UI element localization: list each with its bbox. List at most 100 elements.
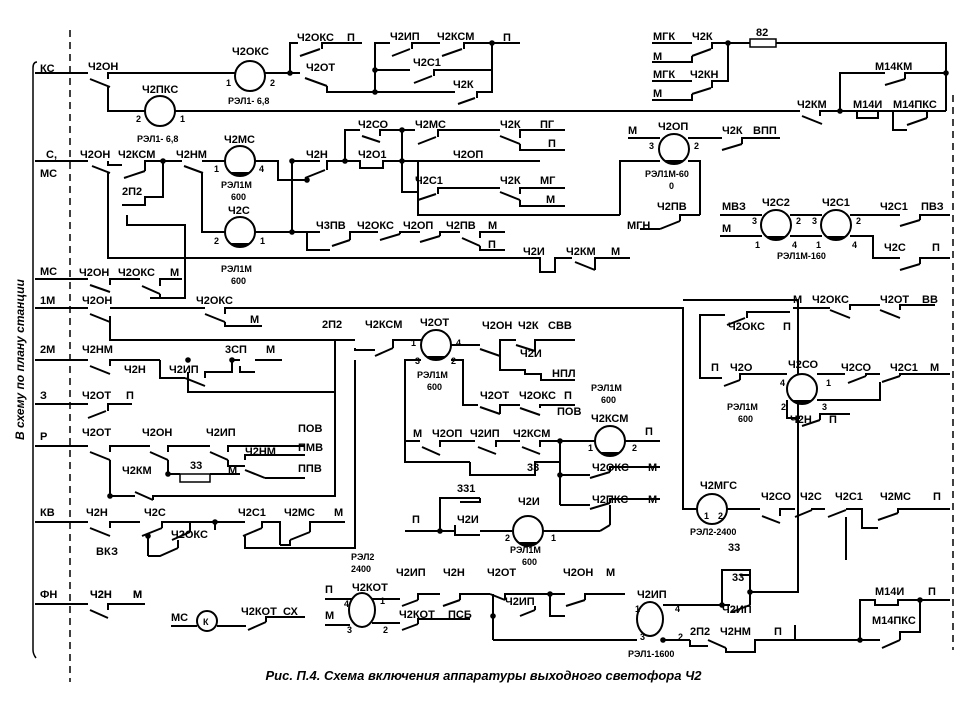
component-label: 600 [738,414,753,424]
junction-dot [660,637,666,643]
contact-ch2s1: Ч2С1 [238,507,266,519]
component-label: РЭЛ1М [727,402,758,412]
component-label: М14ПКС [872,615,916,627]
contact-ch2ot: Ч2ОТ [82,427,111,439]
component-label: П [932,242,940,254]
rail-2m: 2М [40,344,55,356]
component-label: РЭЛ1-1600 [628,649,674,659]
component-label: РЭЛ1М [221,264,252,274]
junction-dot [725,40,731,46]
component-label: Ч2ПВ [657,201,687,213]
junction-dot [372,89,378,95]
component-label: П [829,414,837,426]
component-label: Ч2КОТ [241,606,277,618]
label-m: М [228,465,237,477]
component-label: Ч2И [523,246,545,258]
relay-coil-icon [760,209,792,241]
junction-dot [719,602,725,608]
junction-dot [342,158,348,164]
rail-r: Р [40,431,47,443]
component-label: 2П2 [690,626,710,638]
component-label: М [606,567,615,579]
component-label: Ч2С [228,205,250,217]
component-label: Ч2ИП [722,604,752,616]
component-label: Ч2ИП [396,567,426,579]
component-label: Ч2ОН [80,149,110,161]
wire [699,311,950,387]
contact-ch2nm: Ч2НМ [82,344,113,356]
junction-dot [857,637,863,643]
component-label: 3 [822,402,827,412]
component-label: Ч2КН [690,69,719,81]
component-label: Ч2ОП [658,121,688,133]
component-label: Ч2КОТ [399,609,435,621]
component-label: Ч2ПКС [142,84,178,96]
component-label: 4 [259,164,264,174]
component-label: Ч2И [520,348,542,360]
contact-ch2km: Ч2КМ [122,465,152,477]
component-label: Ч2НМ [176,149,207,161]
component-label: 2 [270,78,275,88]
component-label: 4 [675,604,680,614]
component-label: Ч2К [500,175,521,187]
component-label: 2 [505,533,510,543]
relay-coil-icon [636,601,664,637]
wire [663,299,799,613]
component-label: Ч2КСМ [365,319,402,331]
contact-ch2ip: Ч2ИП [206,427,236,439]
component-label: РЭЛ1- 6,8 [228,96,269,106]
contact-ch2ot: Ч2ОТ [82,390,111,402]
component-label: Ч2ОН [88,61,118,73]
component-label: РЭЛ2 [351,552,374,562]
junction-dot [372,67,378,73]
component-label: Ч2ПКС [592,494,628,506]
relay-coil-icon [144,95,176,127]
contact-ch2oks: Ч2ОКС [171,529,208,541]
component-label: Ч2С1 [835,491,863,503]
component-label: ПСБ [448,609,472,621]
component-label: Ч2О1 [358,149,387,161]
component-label: Ч2К [453,79,474,91]
component-label: М [413,428,422,440]
component-label: Ч2С1 [415,175,443,187]
component-label: Ч2О [730,362,753,374]
contact-ch2ip: Ч2ИП [169,364,199,376]
junction-dot [490,613,496,619]
component-label: МГК [653,31,675,43]
component-label: М [722,223,731,235]
relay-coil-icon [696,493,728,525]
component-label: Ч2ИП [505,596,535,608]
component-label: 2 [451,356,456,366]
component-label: М [628,125,637,137]
component-label: 2П2 [322,319,342,331]
component-label: Ч2ОН [82,295,112,307]
component-label: 33 [732,572,744,584]
wire [720,214,950,271]
component-label: М14КМ [875,61,912,73]
component-label: НПЛ [552,368,576,380]
component-label: М [648,494,657,506]
component-label: Ч2ОТ [487,567,516,579]
component-label: Ч2С [884,242,906,254]
component-label: 2 [694,141,699,151]
wire [404,356,575,463]
component-label: Ч2ОКС [812,294,849,306]
component-label: Ч2КСМ [118,149,155,161]
label-vkz: ВКЗ [96,546,118,558]
component-label: МГ [540,175,556,187]
component-label: 4 [344,599,349,609]
component-label: ПОВ [557,406,581,418]
wire [35,307,697,510]
wire [786,304,935,427]
component-label: Ч2ОТ [420,317,449,329]
component-label: 2 [214,236,219,246]
junction-dot [185,357,191,363]
component-label: М [793,294,802,306]
junction-dot [107,493,113,499]
component-label: П [783,321,791,333]
label-m: М [266,344,275,356]
component-label: П [412,514,420,526]
component-label: 1 [551,533,556,543]
component-label: ПВЗ [921,201,944,213]
